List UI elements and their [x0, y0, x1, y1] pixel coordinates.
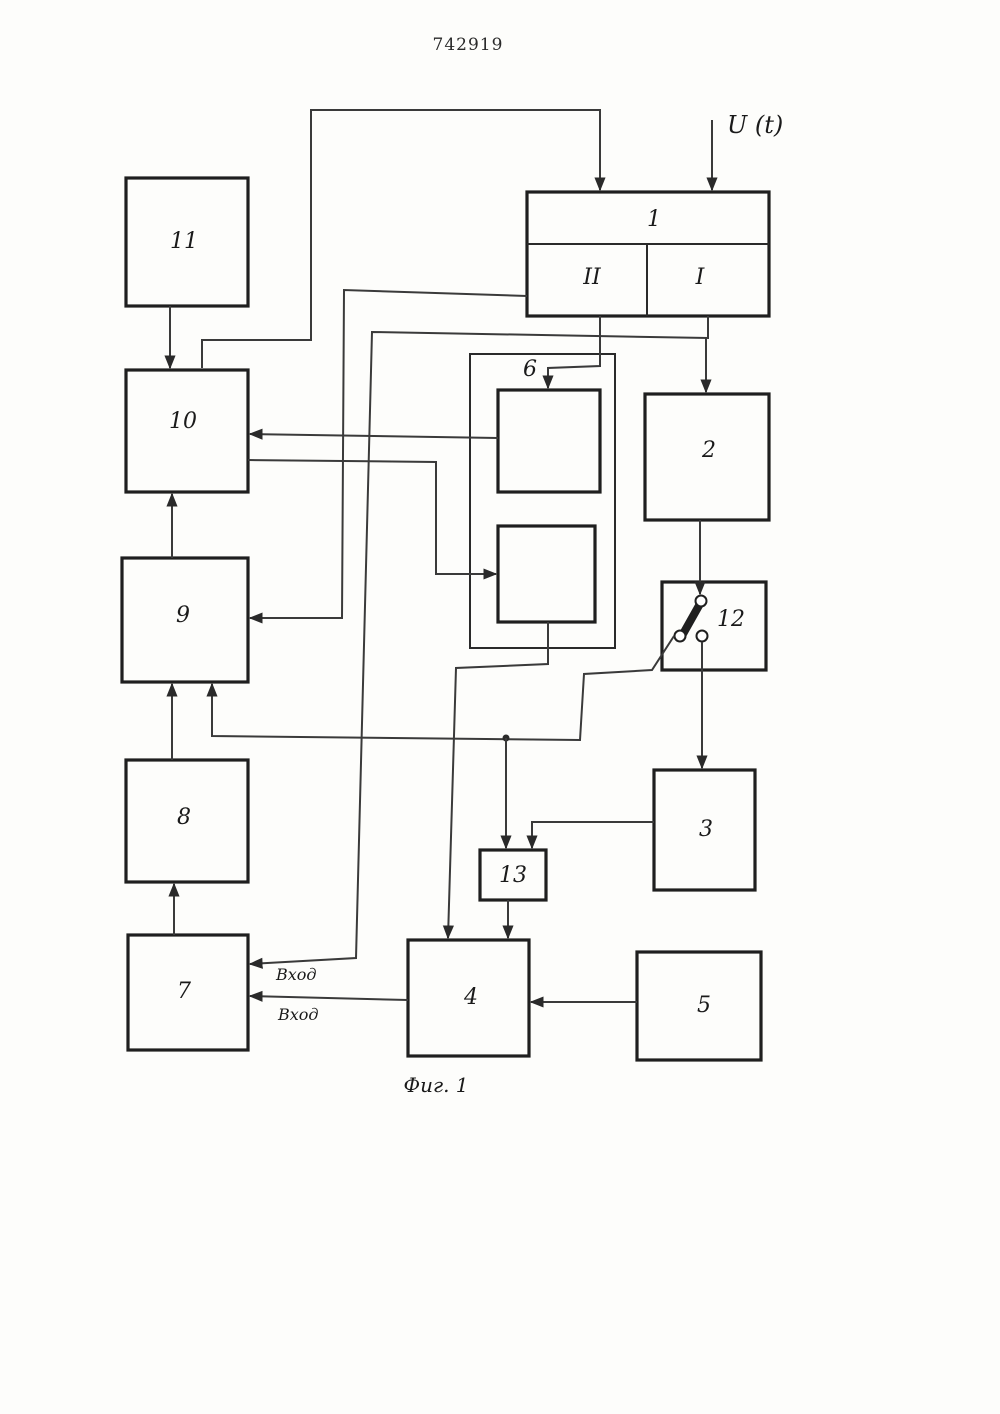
block-2-label: 2 [701, 438, 716, 463]
block-11-label: 11 [170, 229, 198, 254]
wire-10-to-6-lower [248, 460, 496, 574]
wire-6-upper-to-10 [250, 434, 498, 438]
block-1-section-1: I [695, 265, 706, 290]
block-5-label: 5 [697, 993, 711, 1018]
block-6-lower [498, 526, 595, 622]
block-6-upper [498, 390, 600, 492]
block-9-label: 9 [176, 603, 190, 628]
switch-contact-top [696, 596, 707, 607]
input-signal-label: U (t) [727, 111, 783, 139]
wire-10-to-1 [202, 110, 600, 368]
switch-contact-right [697, 631, 708, 642]
block-13-label: 13 [499, 863, 527, 888]
block-12 [662, 582, 766, 670]
block-1-section-2: II [582, 265, 602, 290]
block-12-label: 12 [717, 607, 745, 632]
switch-contact-left [675, 631, 686, 642]
patent-number: 742919 [433, 35, 504, 55]
block-7-input-label-2: Вход [277, 1005, 319, 1024]
block-3-label: 3 [699, 817, 713, 842]
wire-4-to-7 [250, 996, 408, 1000]
block-7-input-label-1: Вход [275, 965, 317, 984]
block-10-label: 10 [169, 409, 197, 434]
wire-1-to-6 [548, 316, 600, 388]
block-7-label: 7 [177, 979, 191, 1004]
block-1-label: 1 [647, 207, 661, 232]
wire-12-to-9 [212, 636, 674, 740]
figure-caption: Фиг. 1 [403, 1073, 468, 1097]
block-8-label: 8 [177, 805, 191, 830]
wire-3-to-13 [532, 822, 654, 848]
block-6-label: 6 [523, 357, 537, 382]
wire-6-lower-to-4 [448, 622, 548, 938]
block-6 [470, 354, 615, 648]
block-4-label: 4 [463, 985, 478, 1010]
